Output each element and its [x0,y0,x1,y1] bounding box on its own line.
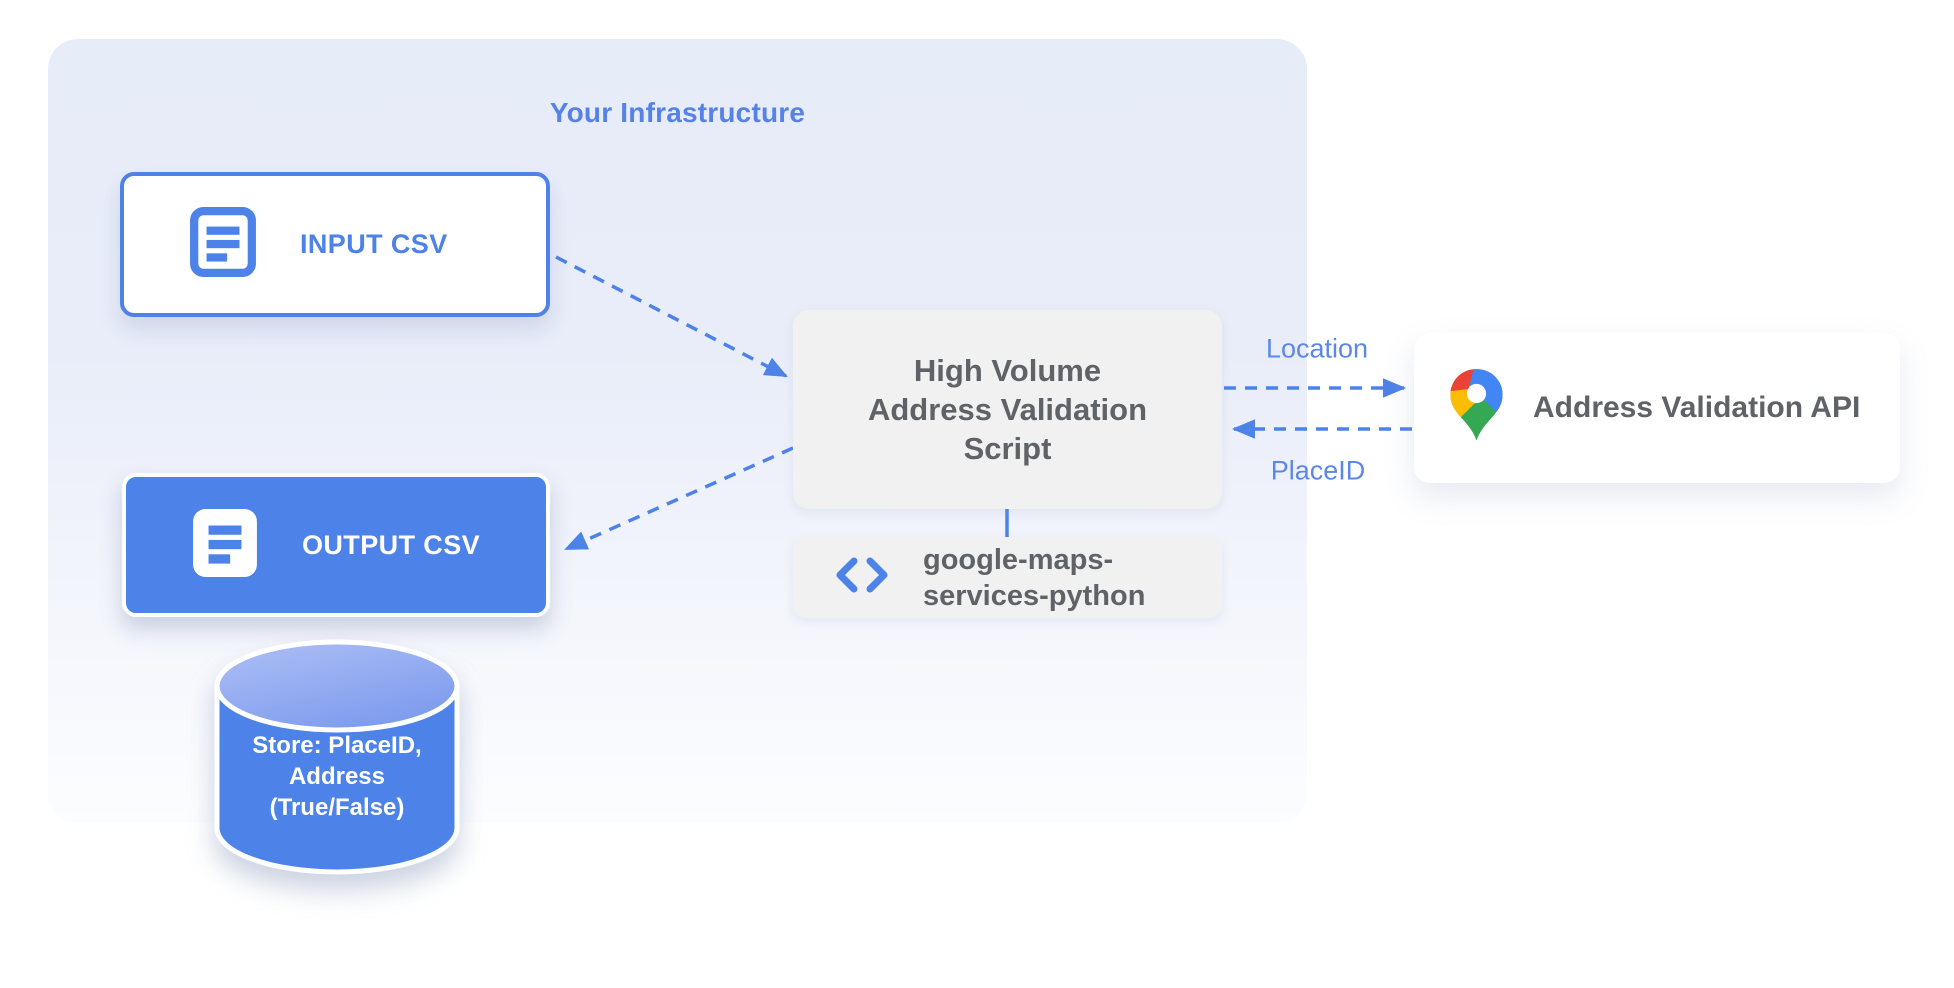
input-csv-node: INPUT CSV [120,172,550,317]
infrastructure-title: Your Infrastructure [549,97,806,128]
library-node: google-maps- services-python [793,537,1222,618]
script-label-line: Script [963,431,1052,466]
script-label-line: Address Validation [867,392,1148,427]
database-icon [214,639,460,875]
document-icon [190,508,260,583]
script-node: High Volume Address Validation Script [793,310,1222,509]
library-label: google-maps- services-python [923,543,1146,612]
api-label: Address Validation API [1533,391,1861,424]
output-csv-label: OUTPUT CSV [302,529,481,560]
code-icon [833,555,891,600]
datastore-label: Store: PlaceID, Address (True/False) [252,732,422,821]
datastore-cylinder: Store: PlaceID, Address (True/False) [210,630,464,890]
placeid-edge-label: PlaceID [1270,455,1366,486]
location-edge-label: Location [1265,333,1369,364]
document-icon [188,207,258,282]
api-node: Address Validation API [1414,333,1900,483]
input-csv-label: INPUT CSV [300,229,448,259]
script-label-line: High Volume [913,353,1102,388]
google-maps-pin-icon [1448,368,1505,449]
output-csv-node: OUTPUT CSV [122,473,550,617]
